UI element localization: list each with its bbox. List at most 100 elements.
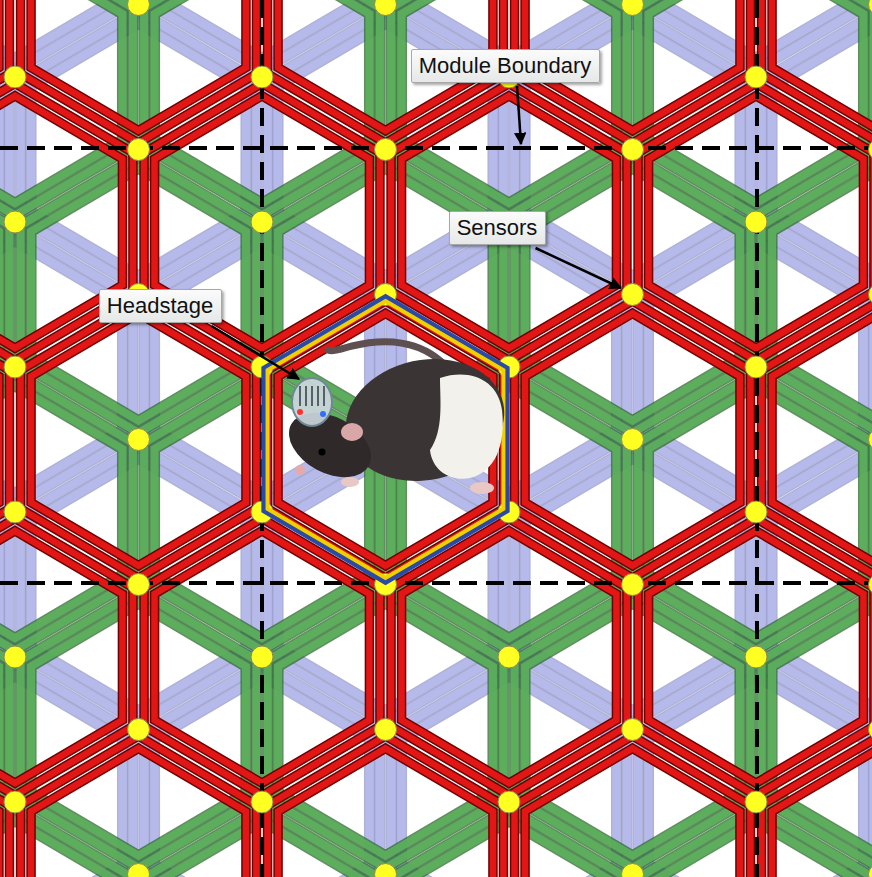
sensor-dot	[4, 501, 26, 523]
green-electrode-strip	[31, 168, 246, 420]
green-electrode-strip	[525, 603, 740, 855]
rat-front-paw	[341, 477, 359, 487]
sensor-dot	[869, 429, 872, 451]
sensor-dot	[375, 864, 397, 877]
red-electrode-strip	[31, 313, 246, 565]
sensor-dot	[869, 284, 872, 306]
red-electrode-strip	[21, 301, 257, 578]
sensor-dot	[128, 864, 150, 877]
sensor-dot	[622, 574, 644, 596]
red-electrode-strip	[0, 531, 122, 783]
sensor-dot	[622, 0, 644, 16]
sensor-dot	[869, 0, 872, 16]
sensor-dot	[251, 646, 273, 668]
sensor-dot	[128, 429, 150, 451]
green-electrode-strip	[31, 168, 246, 420]
red-electrode-strip	[762, 736, 872, 877]
red-electrode-strip	[525, 313, 740, 565]
sensor-dot	[251, 66, 273, 88]
sensor-dot	[251, 791, 273, 813]
rat-illustration	[278, 342, 516, 496]
module-boundary-line	[755, 0, 759, 877]
red-electrode-strip	[402, 531, 617, 783]
sensor-dot	[498, 791, 520, 813]
headstage-pin	[305, 386, 307, 406]
headstage-pin	[311, 386, 313, 406]
sensor-dot	[4, 791, 26, 813]
sensor-dot	[869, 719, 872, 741]
red-electrode-strip	[762, 301, 872, 578]
red-electrode-strip	[772, 313, 872, 565]
sensor-dot	[128, 719, 150, 741]
sensor-dot	[375, 139, 397, 161]
red-electrode-strip	[402, 96, 617, 348]
headstage-device	[292, 378, 332, 426]
red-electrode-strip	[772, 0, 872, 131]
sensor-dot	[745, 791, 767, 813]
green-electrode-strip	[268, 591, 504, 868]
sensor-dot	[622, 429, 644, 451]
sensor-dot	[869, 139, 872, 161]
sensor-dot	[498, 646, 520, 668]
callout-label: Headstage	[107, 293, 213, 318]
red-electrode-strip	[762, 301, 872, 578]
red-electrode-strip	[31, 313, 246, 565]
green-electrode-strip	[21, 156, 257, 433]
rat-hind-foot	[470, 482, 494, 494]
headstage-pin	[323, 386, 325, 406]
sensor-dot	[4, 66, 26, 88]
callout-box: Module Boundary	[411, 49, 600, 83]
leader-arrow	[212, 326, 300, 379]
green-electrode-strip	[515, 156, 751, 433]
headstage-led	[320, 411, 326, 417]
green-electrode-strip	[31, 603, 246, 855]
red-electrode-strip	[402, 96, 617, 348]
green-electrode-strip	[525, 603, 740, 855]
sensor-dot	[4, 211, 26, 233]
red-electrode-strip	[515, 301, 751, 578]
sensor-dot	[869, 574, 872, 596]
sensor-dot	[745, 356, 767, 378]
sensor-dot	[622, 864, 644, 877]
green-electrode-strip	[525, 168, 740, 420]
sensor-dot	[128, 0, 150, 16]
green-electrode-strip	[278, 603, 493, 855]
sensor-dot	[128, 139, 150, 161]
sensor-dot	[128, 574, 150, 596]
sensor-dot	[375, 0, 397, 16]
sensor-dot	[375, 719, 397, 741]
rat-belly	[430, 375, 503, 479]
red-electrode-strip	[638, 519, 872, 796]
headstage-pin	[299, 386, 301, 406]
sensor-dot	[745, 211, 767, 233]
rat-eye	[319, 449, 326, 456]
red-electrode-strip	[402, 531, 617, 783]
leader-arrow	[517, 86, 521, 144]
red-electrode-strip	[762, 0, 872, 143]
sensor-dot	[622, 719, 644, 741]
red-electrode-strip	[638, 519, 872, 796]
green-electrode-strip	[278, 603, 493, 855]
headstage-body	[292, 378, 332, 426]
callout-label: Sensors	[457, 215, 538, 240]
sensor-dot	[869, 864, 872, 877]
rat-nose	[295, 465, 305, 475]
callout-label: Module Boundary	[419, 53, 591, 78]
green-electrode-strip	[525, 168, 740, 420]
sensor-dot	[745, 66, 767, 88]
green-electrode-strip	[21, 591, 257, 868]
headstage-pin	[317, 386, 319, 406]
sensor-dot	[4, 646, 26, 668]
sensor-dot	[745, 501, 767, 523]
red-electrode-strip	[515, 301, 751, 578]
green-electrode-strip	[31, 603, 246, 855]
headstage-led	[297, 409, 303, 415]
green-electrode-strip	[515, 591, 751, 868]
green-electrode-strip	[772, 168, 872, 420]
rat-ear	[341, 423, 363, 441]
